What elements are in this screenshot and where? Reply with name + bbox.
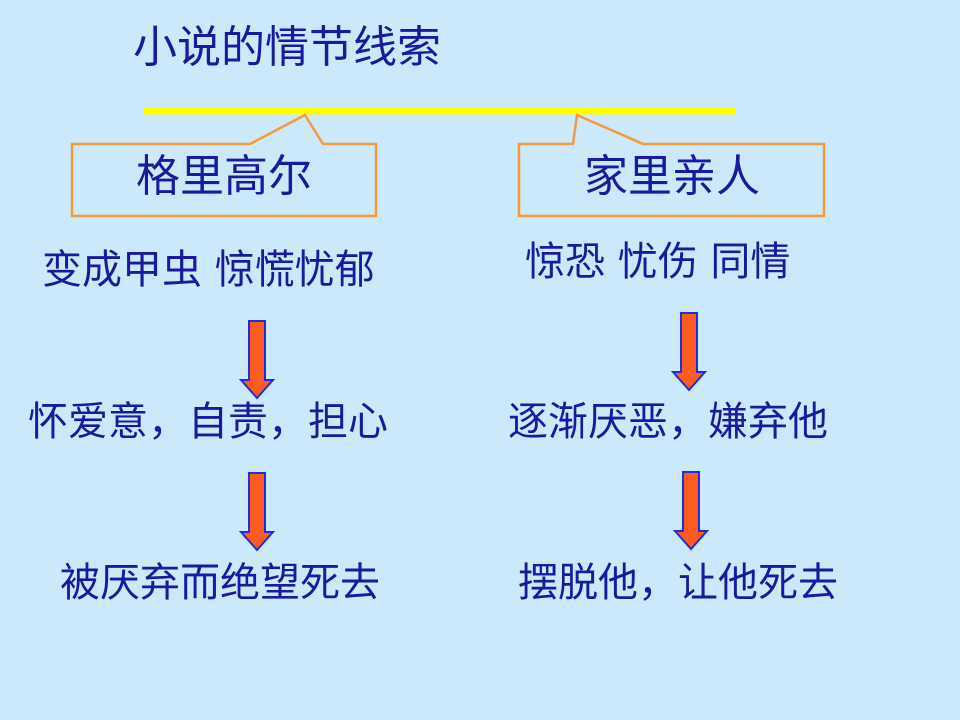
- left-callout-box: [70, 113, 378, 218]
- right-step-1: 惊恐 忧伤 同情: [525, 239, 791, 285]
- right-branch-label: 家里亲人: [584, 151, 760, 202]
- left-arrow-1: [238, 320, 276, 400]
- left-arrow-2: [238, 472, 276, 552]
- left-step-2: 怀爱意，自责，担心: [28, 399, 388, 445]
- right-step-3: 摆脱他，让他死去: [518, 560, 838, 606]
- right-arrow-1: [670, 312, 708, 392]
- left-branch-label: 格里高尔: [136, 151, 312, 202]
- right-step-2: 逐渐厌恶，嫌弃他: [508, 399, 828, 445]
- diagram-title: 小说的情节线索: [133, 22, 441, 73]
- left-step-1: 变成甲虫 惊慌忧郁: [42, 247, 375, 293]
- right-arrow-2: [672, 471, 710, 551]
- left-step-3: 被厌弃而绝望死去: [60, 560, 380, 606]
- right-callout-box: [517, 113, 826, 218]
